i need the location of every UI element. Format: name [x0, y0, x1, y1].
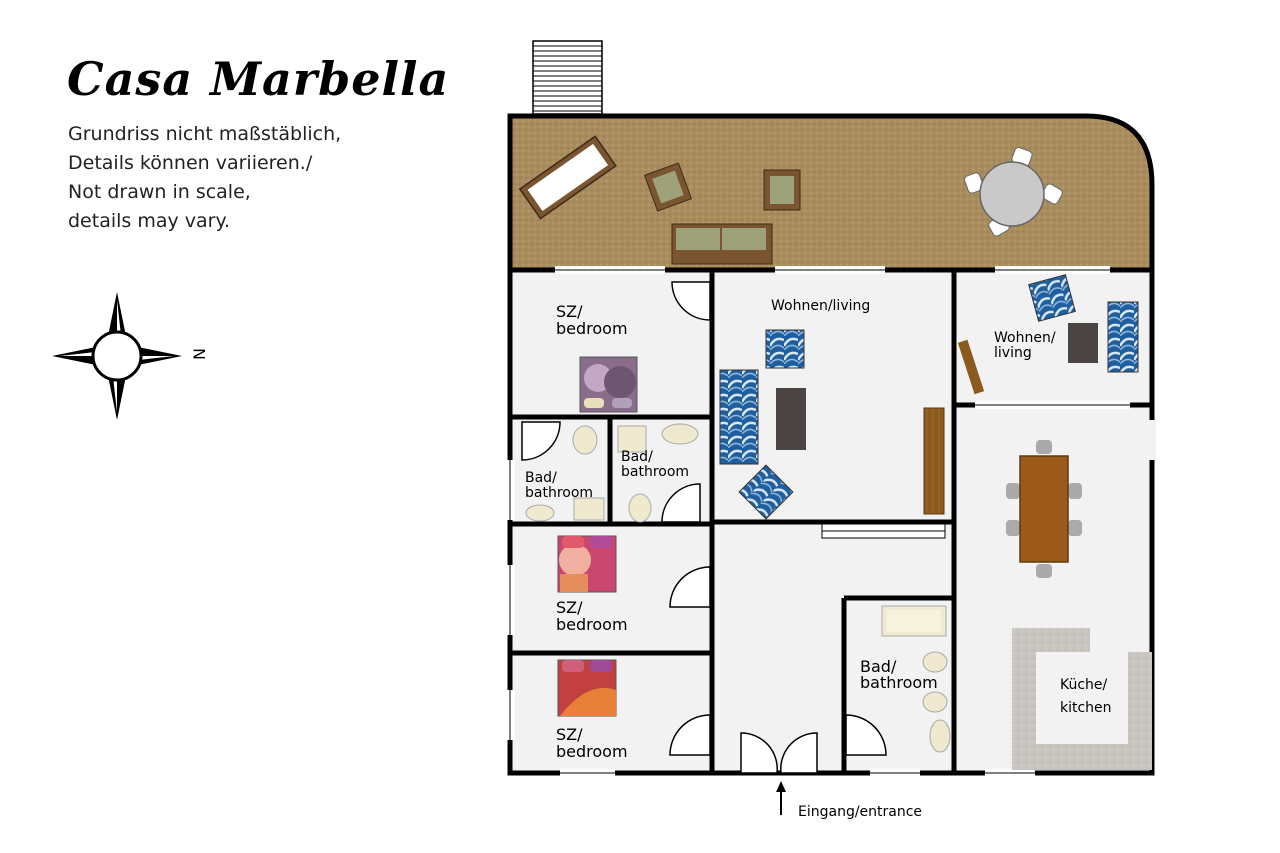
room-label-bath-left: Bad/ bathroom: [525, 470, 593, 501]
entrance-arrow-icon: [776, 781, 786, 815]
note-line: Details können variieren./: [68, 152, 313, 174]
north-label: N: [190, 348, 209, 360]
doors: [521, 281, 887, 774]
bath-fixtures: [525, 423, 699, 523]
room-label-bedroom-mid: SZ/ bedroom: [556, 598, 628, 634]
room-label-bedroom-bottom: SZ/ bedroom: [556, 725, 628, 761]
armchair: [643, 162, 693, 212]
room-label-living-main: Wohnen/living: [771, 298, 870, 314]
scale-note: Grundriss nicht maßstäblich, Details kön…: [68, 120, 341, 236]
room-label-bedroom-top: SZ/ bedroom: [556, 302, 628, 338]
windows: [505, 266, 1156, 777]
entrance-label: Eingang/entrance: [798, 804, 922, 820]
sun-lounger: [518, 135, 617, 220]
outer-wall: [507, 113, 1155, 776]
side-table: [1068, 323, 1098, 363]
room-label-living-side: Wohnen/ living: [994, 330, 1060, 361]
bed: [557, 535, 617, 593]
room-label-bath-center: Bad/ bathroom: [860, 657, 938, 692]
note-line: details may vary.: [68, 210, 231, 232]
shelf: [957, 339, 985, 395]
armchair: [738, 464, 794, 520]
room-label-kitchen: Küche/ kitchen: [1060, 677, 1112, 716]
armchair: [1028, 274, 1076, 322]
bath-fixtures: [881, 605, 951, 753]
stairs: [532, 40, 603, 115]
compass-icon: [52, 292, 182, 420]
armchair: [765, 329, 805, 369]
note-line: Not drawn in scale,: [68, 181, 251, 203]
bed: [579, 356, 638, 413]
round-table: [964, 147, 1063, 237]
sideboard: [923, 407, 945, 515]
sofa: [719, 369, 759, 465]
room-label-bath-mid: Bad/ bathroom: [621, 449, 689, 480]
dining-table: [1006, 440, 1082, 578]
bed: [557, 659, 617, 717]
coffee-table: [776, 388, 806, 450]
armchair: [763, 169, 801, 211]
outdoor-sofa: [671, 223, 773, 265]
armchair: [1107, 301, 1139, 373]
note-line: Grundriss nicht maßstäblich,: [68, 123, 342, 145]
page-title: Casa Marbella: [67, 52, 450, 106]
